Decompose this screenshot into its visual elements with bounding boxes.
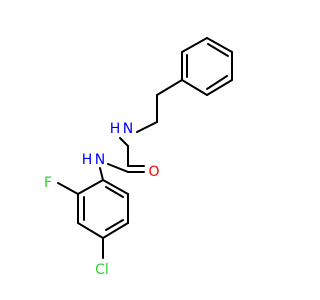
atom-h-lower: H — [82, 152, 93, 168]
atom-fluorine: F — [44, 175, 52, 191]
double-bond-inner — [105, 186, 124, 198]
bond — [156, 79, 183, 96]
bond — [107, 163, 129, 173]
bond — [181, 37, 208, 53]
double-bond-inner — [105, 219, 124, 231]
bond — [102, 222, 129, 239]
atom-oxygen: O — [148, 164, 159, 180]
bond — [77, 179, 104, 195]
phenyl-ring — [181, 37, 233, 96]
bond — [77, 222, 104, 239]
bond — [181, 79, 208, 96]
double-bond-inner — [207, 43, 229, 57]
bond — [206, 79, 233, 96]
atom-n-lower: N — [95, 152, 105, 168]
fluoro-chlorophenyl-ring — [77, 179, 129, 239]
atom-n-upper: N — [123, 121, 133, 137]
molecule-structure-canvas: N H N H O F Cl — [42, 37, 233, 278]
bond — [206, 37, 233, 53]
molecule-structure-svg: N H N H O F Cl — [42, 37, 233, 278]
double-bond-inner — [206, 75, 228, 90]
bond — [57, 182, 79, 195]
bond — [102, 179, 129, 195]
atom-h-upper: H — [110, 121, 121, 137]
bond — [136, 121, 158, 133]
bond — [119, 137, 129, 147]
bond — [99, 167, 104, 181]
atom-chlorine: Cl — [95, 262, 109, 278]
